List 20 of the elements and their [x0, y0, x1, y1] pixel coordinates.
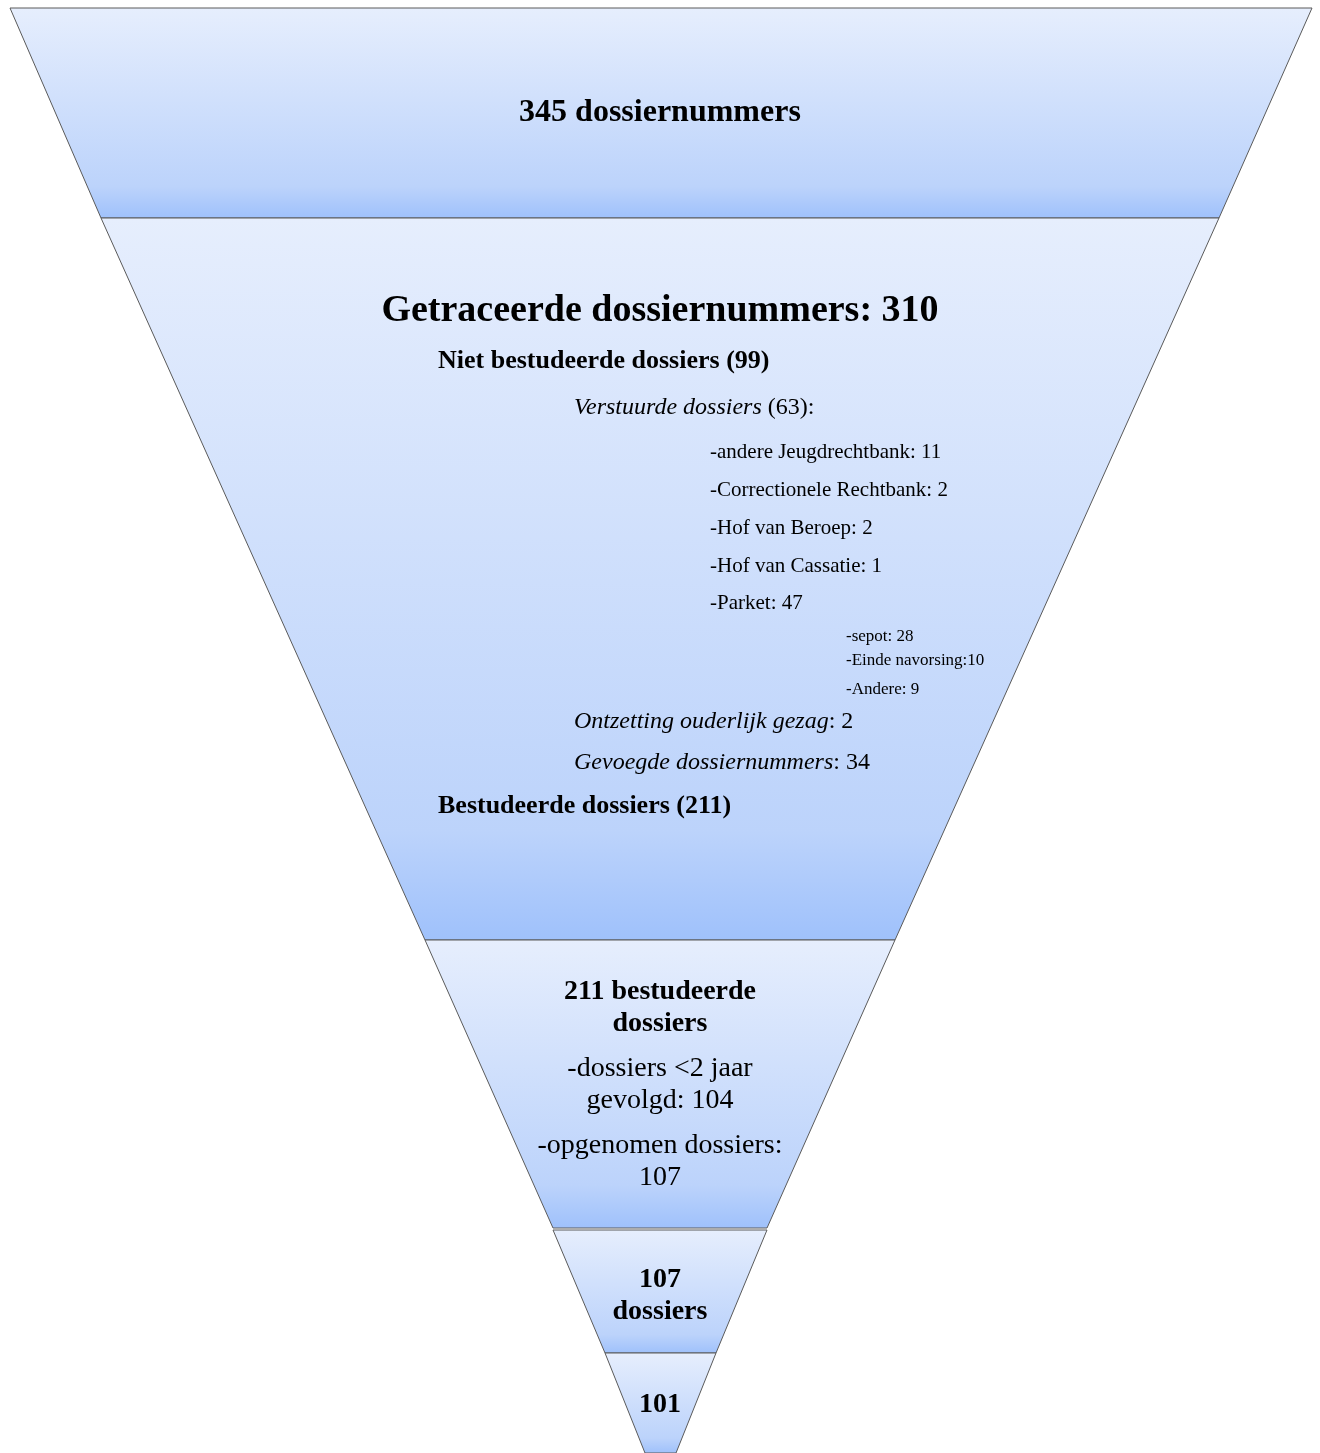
funnel-heading: 211 bestudeerde dossiers [562, 974, 758, 1039]
funnel-heading: Getraceerde dossiernummers: 310 [380, 287, 940, 331]
funnel-heading: Niet bestudeerde dossiers (99) [438, 345, 770, 375]
funnel-heading: 101 [638, 1387, 682, 1420]
funnel-text: -opgenomen dossiers: 107 [536, 1128, 784, 1193]
funnel-text: -dossiers <2 jaar gevolgd: 104 [566, 1051, 754, 1116]
funnel-text: -Correctionele Rechtbank: 2 [710, 477, 948, 502]
funnel-heading: 345 dossiernummers [518, 92, 802, 129]
funnel-heading: 107 dossiers [611, 1262, 709, 1327]
funnel-text: Ontzetting ouderlijk gezag: 2 [574, 707, 854, 735]
funnel-text: -Hof van Beroep: 2 [710, 515, 873, 540]
funnel-heading: Bestudeerde dossiers (211) [438, 790, 732, 820]
funnel-text: -andere Jeugdrechtbank: 11 [710, 439, 942, 464]
funnel-text: Gevoegde dossiernummers: 34 [574, 748, 870, 776]
funnel-text: Verstuurde dossiers (63): [574, 393, 815, 421]
funnel-text: -sepot: 28 [846, 626, 914, 646]
funnel-text: -Andere: 9 [846, 679, 920, 699]
funnel-text: -Hof van Cassatie: 1 [710, 553, 883, 578]
funnel-text: -Einde navorsing:10 [846, 650, 985, 670]
funnel-text: -Parket: 47 [710, 590, 803, 615]
